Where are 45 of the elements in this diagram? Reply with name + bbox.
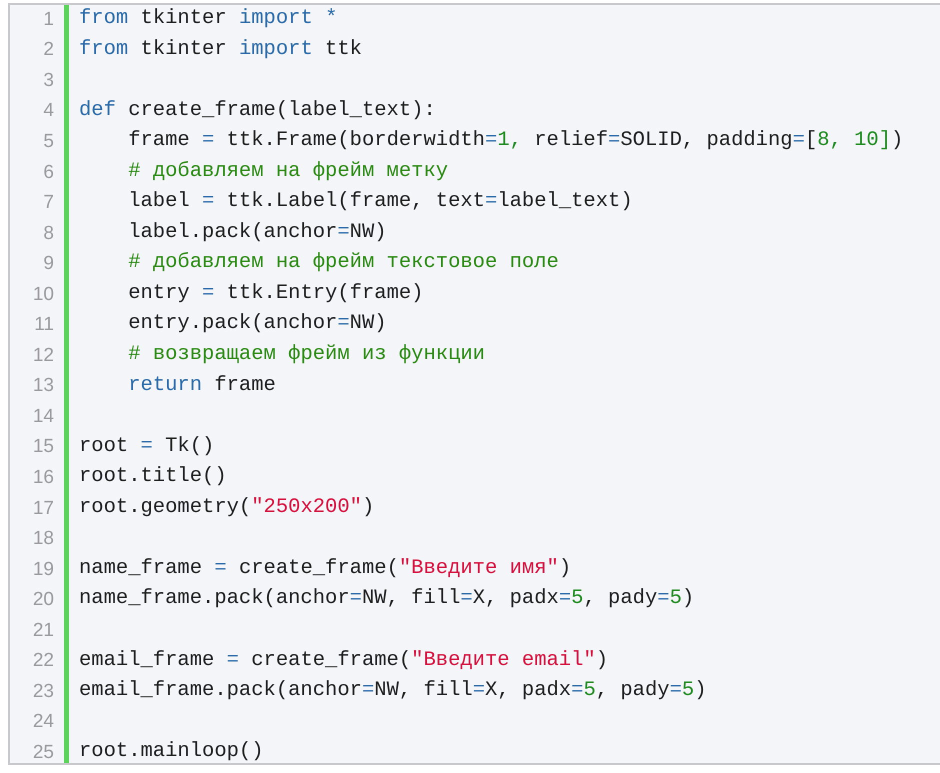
line-number: 9 bbox=[42, 254, 54, 274]
code-line: return frame bbox=[127, 376, 276, 396]
code-line: email_frame = create_frame("Введите email") bbox=[79, 650, 608, 671]
code-line: label = ttk.Label(frame, text=label_text) bbox=[127, 192, 633, 213]
code-line: root.geometry("250x200") bbox=[79, 498, 374, 518]
line-number: 16 bbox=[32, 468, 54, 487]
line-number: 25 bbox=[32, 742, 54, 762]
line-number: 6 bbox=[42, 162, 54, 182]
code-line: root.mainloop() bbox=[79, 742, 264, 763]
line-number: 4 bbox=[42, 101, 54, 120]
line-number: 10 bbox=[32, 284, 54, 304]
line-number: 18 bbox=[32, 529, 54, 548]
line-number: 23 bbox=[32, 682, 54, 701]
code-line: def create_frame(label_text): bbox=[79, 100, 436, 122]
line-number: 12 bbox=[32, 346, 54, 365]
code-line: entry.pack(anchor=NW) bbox=[127, 314, 387, 335]
code-line: root = Tk() bbox=[79, 436, 214, 458]
code-line: label.pack(anchor=NW) bbox=[127, 222, 387, 244]
code-line: name_frame.pack(anchor=NW, fill=X, padx=5, pady=5) bbox=[79, 589, 694, 610]
line-number: 19 bbox=[32, 560, 54, 579]
line-number: 1 bbox=[42, 10, 54, 29]
line-number: 21 bbox=[32, 620, 54, 640]
line-number: 22 bbox=[32, 651, 54, 670]
code-line: # добавляем на фрейм текстовое поле bbox=[127, 253, 559, 274]
line-number: 8 bbox=[42, 224, 54, 243]
line-number: 13 bbox=[32, 376, 54, 396]
line-number: 24 bbox=[32, 712, 54, 732]
line-number: 17 bbox=[32, 498, 54, 518]
line-number: 11 bbox=[33, 315, 54, 334]
line-number: 20 bbox=[32, 590, 54, 610]
code-line: from tkinter import ttk bbox=[79, 40, 362, 60]
code-line: entry = ttk.Entry(frame) bbox=[127, 284, 424, 304]
line-number: 14 bbox=[32, 406, 54, 426]
line-number: 2 bbox=[42, 40, 54, 60]
code-line: from tkinter import * bbox=[79, 9, 338, 30]
code-line: name_frame = create_frame("Введите имя") bbox=[79, 558, 572, 580]
line-number: 7 bbox=[42, 193, 54, 212]
code-line: # возвращаем фрейм из функции bbox=[127, 345, 485, 366]
code-line: frame = ttk.Frame(borderwidth=1, relief=SOLID, padding=[8, 10]) bbox=[127, 131, 904, 152]
code-line: email_frame.pack(anchor=NW, fill=X, padx=5, pady=5) bbox=[79, 681, 706, 702]
code-line: # добавляем на фрейм метку bbox=[127, 162, 448, 182]
line-number: 5 bbox=[42, 132, 54, 151]
line-number: 3 bbox=[42, 70, 54, 90]
code-line: root.title() bbox=[79, 467, 227, 488]
line-number: 15 bbox=[32, 437, 54, 456]
